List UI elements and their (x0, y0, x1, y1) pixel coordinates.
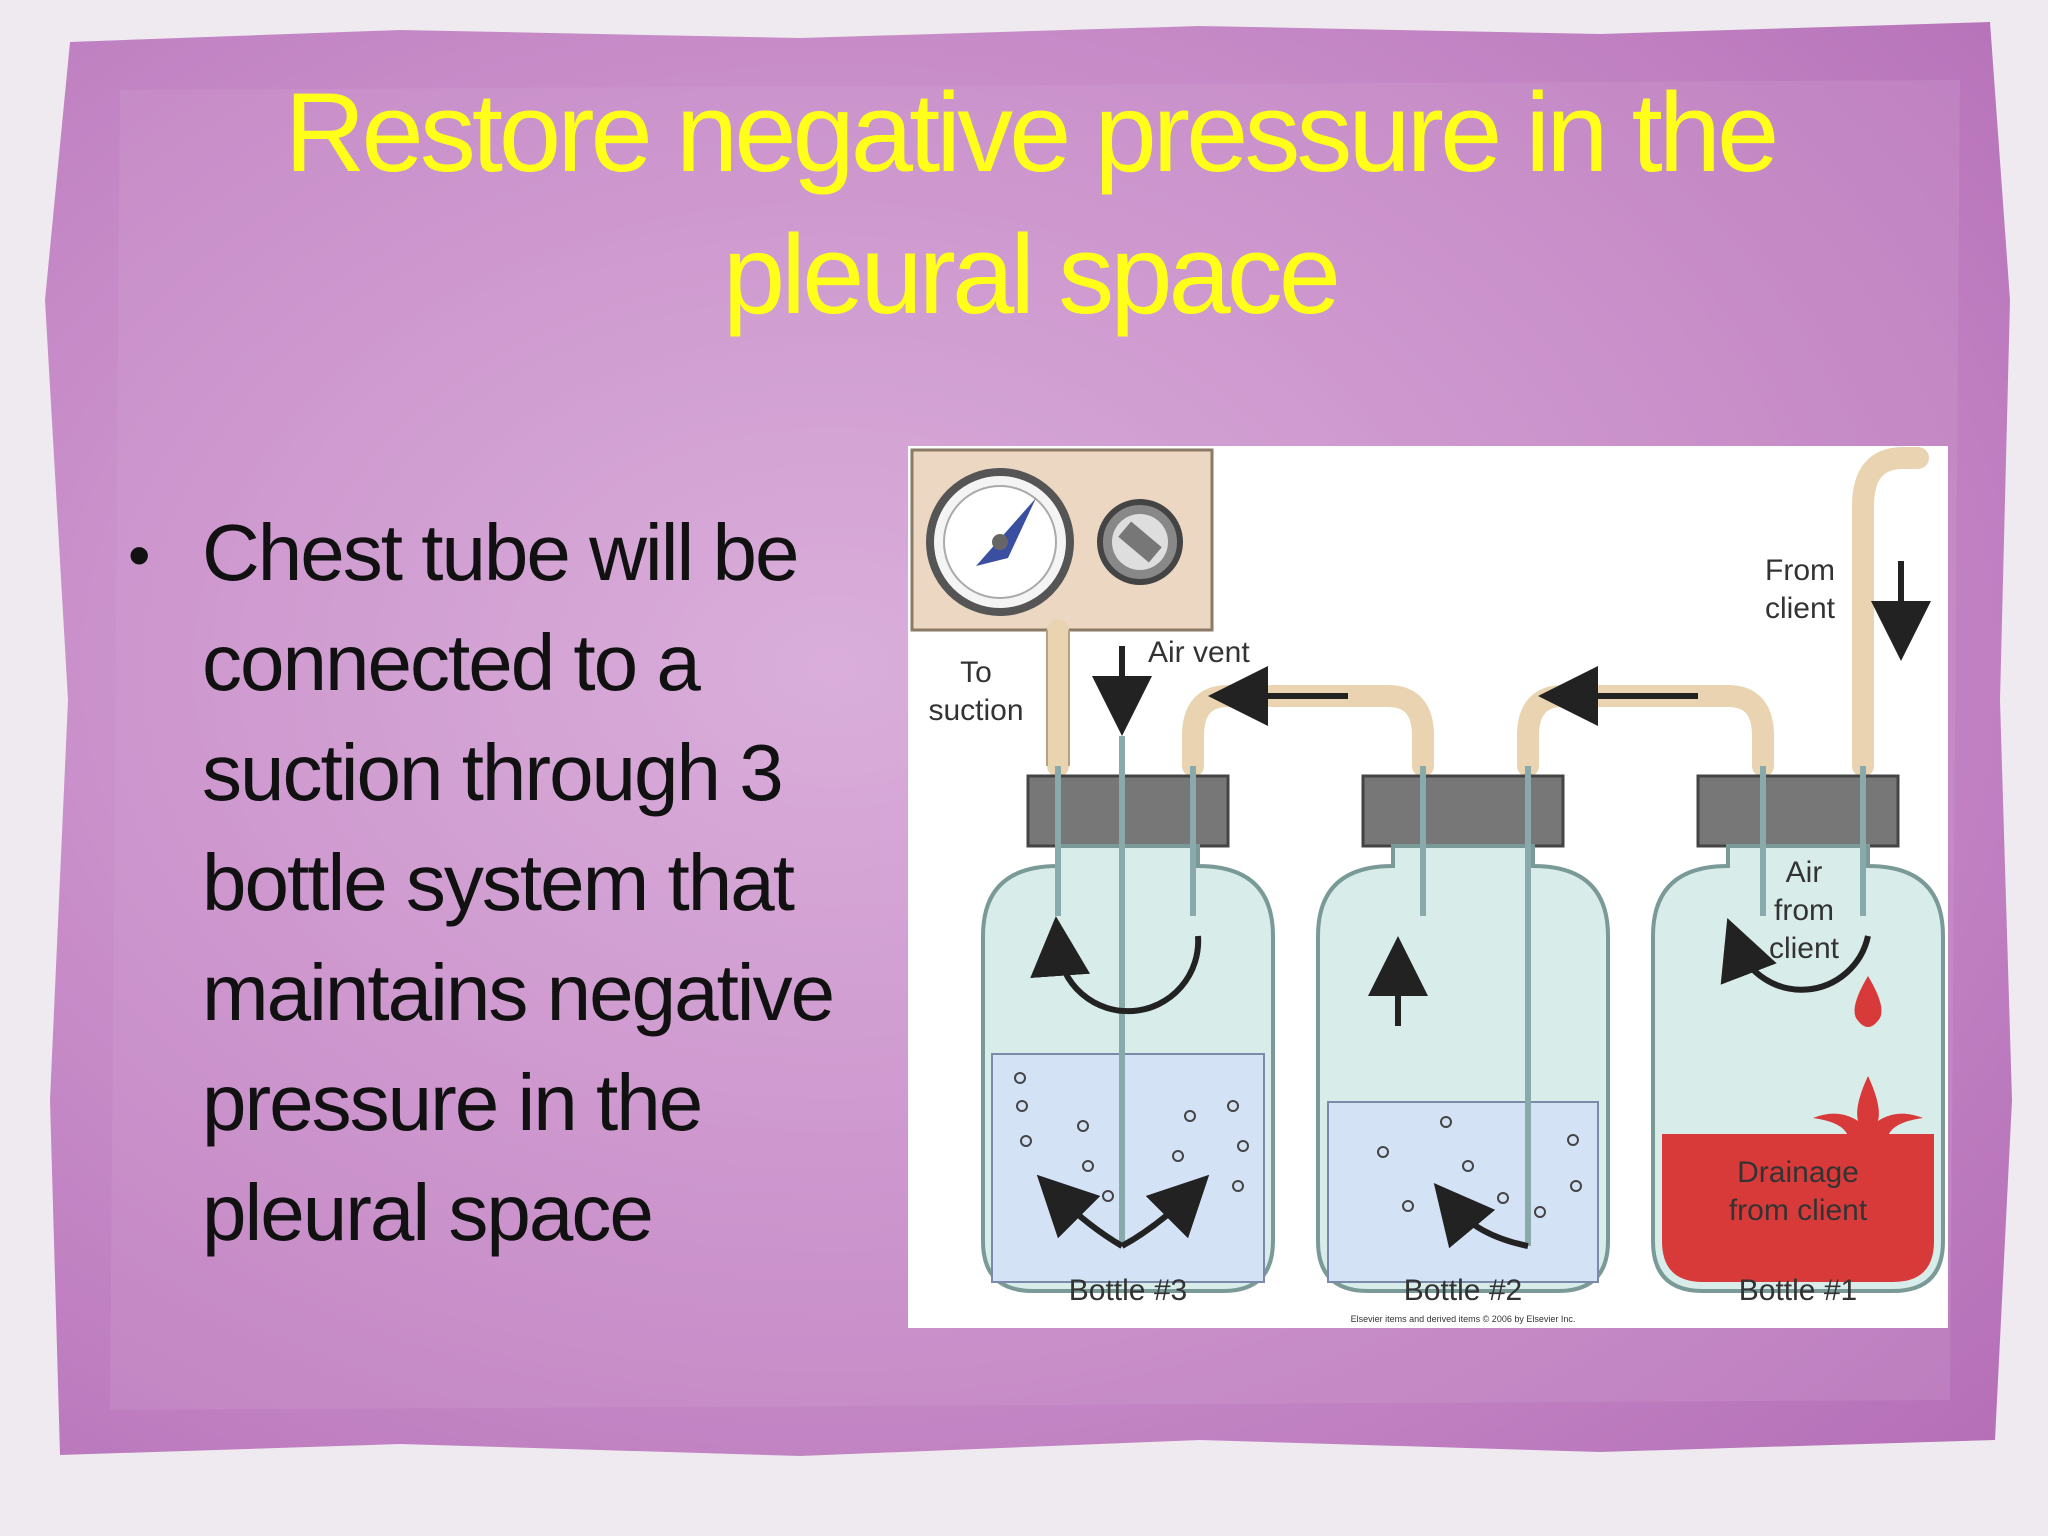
from-client-label-2: client (1765, 592, 1836, 625)
bottle-1 (1651, 766, 1945, 1293)
to-suction-label-2: suction (928, 694, 1023, 727)
drainage-label-1: Drainage (1737, 1156, 1859, 1189)
suction-control-box (910, 448, 1214, 632)
bottle-1-label: Bottle #1 (1739, 1274, 1857, 1307)
from-client-label-1: From (1765, 554, 1835, 587)
bottle-2-label: Bottle #2 (1404, 1274, 1522, 1307)
bottle-3 (981, 736, 1275, 1293)
air-vent-label: Air vent (1148, 636, 1250, 669)
three-bottle-diagram: To suction Air vent From client Air from… (908, 446, 1948, 1328)
bottle-2 (1316, 766, 1610, 1293)
air-from-client-label-2: from (1774, 894, 1834, 927)
to-suction-label-1: To (960, 656, 992, 689)
blood-splash-icon (1813, 1076, 1923, 1136)
pressure-gauge-icon (926, 468, 1074, 616)
bullet-list: • Chest tube will be connected to a suct… (118, 498, 918, 1268)
air-from-client-label-3: client (1769, 932, 1840, 965)
slide-title: Restore negative pressure in the pleural… (180, 62, 1880, 346)
drainage-fluid (1662, 1134, 1934, 1282)
blood-drop-icon (1854, 976, 1882, 1027)
air-from-client-label-1: Air (1786, 856, 1823, 889)
bullet-dot-icon: • (128, 519, 151, 591)
control-valve-icon (1097, 499, 1183, 585)
bullet-text: Chest tube will be connected to a suctio… (202, 508, 835, 1257)
title-line-2: pleural space (722, 212, 1341, 337)
bottle-3-label: Bottle #3 (1069, 1274, 1187, 1307)
copyright-label: Elsevier items and derived items © 2006 … (1351, 1314, 1576, 1324)
title-line-1: Restore negative pressure in the (284, 70, 1780, 195)
drainage-label-2: from client (1729, 1194, 1868, 1227)
